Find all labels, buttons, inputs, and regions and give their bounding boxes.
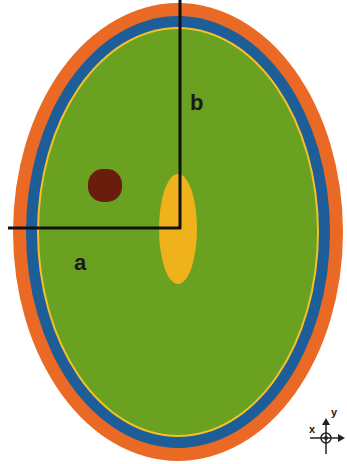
axis-label: x (309, 424, 315, 435)
dark-body (88, 169, 122, 202)
middle-layer (26, 16, 330, 448)
axis-label: y (331, 407, 337, 418)
axis-symbol (310, 418, 345, 454)
dimension-label: b (190, 92, 203, 114)
semi-axis-a (8, 227, 181, 230)
dimension-label: a (74, 252, 86, 274)
interior (39, 29, 317, 435)
semi-axis-b (179, 0, 182, 229)
inner-membrane (37, 27, 319, 437)
outer-layer (13, 3, 343, 461)
